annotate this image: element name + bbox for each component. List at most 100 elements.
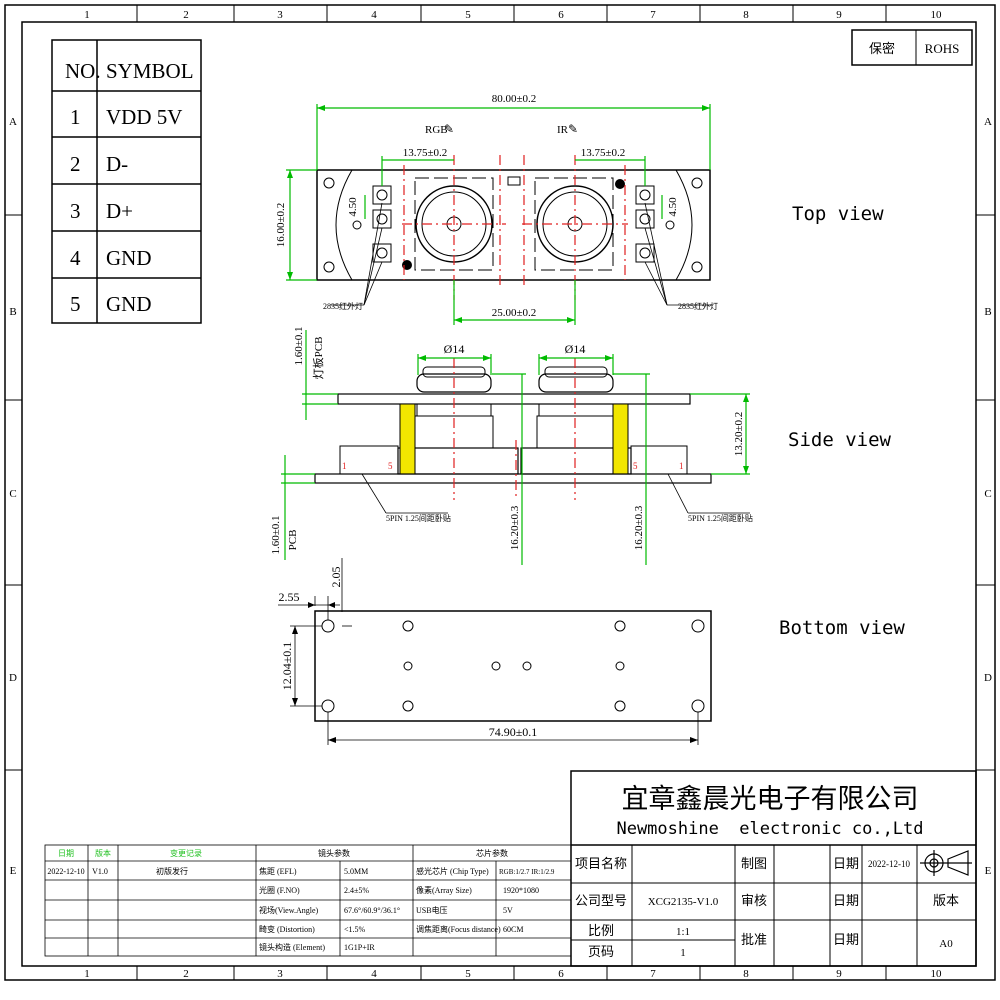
lens-param-key: 视场(View.Angle) — [259, 905, 319, 915]
row-symbol: D- — [106, 152, 128, 176]
outer-frame — [4, 4, 996, 981]
inner-frame — [21, 21, 977, 967]
page-label: 页码 — [588, 944, 614, 959]
ir-label: IR — [557, 124, 569, 136]
pin-label: 5 — [633, 461, 638, 471]
col-label: 9 — [836, 968, 842, 980]
row-label: C — [9, 488, 16, 500]
bottom-view: 2.55 2.05 12.04±0.1 74.90±0.1 Bottom vie… — [278, 558, 905, 745]
chip-param-key: USB电压 — [416, 905, 448, 915]
bottom-view-title: Bottom view — [779, 617, 905, 639]
chip-params-title: 芯片参数 — [476, 848, 508, 858]
rev-head-date: 日期 — [58, 849, 74, 858]
lens-param-value: 67.6°/60.9°/36.1° — [344, 906, 400, 915]
row-no: 3 — [70, 199, 81, 223]
dim-y: 2.05 — [329, 567, 343, 588]
chip-param-value: 1920*1080 — [503, 886, 539, 895]
row-symbol: GND — [106, 292, 152, 316]
lamp-pcb-thickness: 1.60±0.1 — [293, 326, 305, 365]
rev-head-change: 变更记录 — [170, 848, 202, 858]
header-no: NO. — [65, 59, 101, 83]
main-pcb — [314, 473, 712, 484]
rev-head-ver: 版本 — [95, 848, 111, 858]
model-value: XCG2135-V1.0 — [648, 896, 719, 908]
pitch-right-dim: 4.50 — [667, 197, 679, 217]
row-label: B — [984, 306, 991, 318]
right-offset-dim: 13.75±0.2 — [581, 147, 626, 159]
col-label: 7 — [650, 968, 656, 980]
row-label: C — [984, 488, 991, 500]
row-label: A — [9, 116, 17, 128]
lens-param-value: <1.5% — [344, 925, 366, 934]
pcb-label: PCB — [287, 530, 299, 551]
col-label: 6 — [558, 9, 564, 21]
lens-param-value: 5.0MM — [344, 867, 368, 876]
side-view: Ø14 Ø14 1.60±0.1 灯板PCB 13.20±0.2 1.60±0.… — [270, 326, 892, 565]
side-view-title: Side view — [788, 429, 892, 451]
height-right-dim: 13.20±0.2 — [733, 412, 745, 457]
projection-symbol-icon — [920, 850, 972, 876]
zone-ticks — [5, 5, 995, 980]
row-label: B — [9, 306, 16, 318]
date-label: 日期 — [833, 932, 859, 947]
company-cn: 宜章鑫晨光电子有限公司 — [622, 784, 919, 814]
overall-width-dim: 80.00±0.2 — [492, 93, 537, 105]
confidential-label: 保密 — [869, 41, 895, 56]
lens-dia-left: Ø14 — [444, 342, 465, 356]
pitch-left-dim: 4.50 — [347, 197, 359, 217]
lamp-pcb — [337, 393, 691, 405]
rev-change: 初版发行 — [156, 866, 188, 876]
corner-box: 保密 ROHS — [851, 29, 973, 66]
pcb-thickness: 1.60±0.1 — [270, 515, 282, 554]
col-label: 2 — [183, 968, 189, 980]
height-right2-dim: 16.20±0.3 — [633, 505, 645, 550]
chip-param-value: RGB:1/2.7 IR:1/2.9 — [499, 868, 555, 876]
col-label: 6 — [558, 968, 564, 980]
connector-left-label: 5PIN 1.25间距卧贴 — [386, 513, 451, 523]
date-label: 日期 — [833, 856, 859, 871]
col-label: 2 — [183, 9, 189, 21]
row-symbol: GND — [106, 246, 152, 270]
top-view: 80.00±0.2 16.00±0.2 RGB ✎ IR ✎ 13.75±0.2… — [275, 93, 884, 325]
dim-x: 2.55 — [279, 590, 300, 604]
col-label: 5 — [465, 968, 471, 980]
bottom-board — [314, 610, 712, 722]
led-left-label: 2835红外灯 — [323, 301, 363, 311]
col-label: 1 — [84, 9, 90, 21]
header-symbol: SYMBOL — [106, 59, 194, 83]
glue-left — [399, 403, 416, 475]
page-value: 1 — [680, 947, 686, 959]
lens-param-key: 畸变 (Distortion) — [259, 924, 315, 934]
top-view-title: Top view — [792, 203, 884, 225]
date-value: 2022-12-10 — [868, 859, 910, 869]
draw-label: 制图 — [741, 856, 767, 871]
width-dim: 74.90±0.1 — [489, 725, 538, 739]
zone-labels: 1 2 3 4 5 6 7 8 9 10 1 2 3 4 5 6 7 8 9 1… — [9, 9, 992, 980]
chip-param-value: 60CM — [503, 925, 523, 934]
scale-value: 1:1 — [676, 926, 690, 938]
chip-param-key: 像素(Array Size) — [416, 885, 472, 895]
col-label: 8 — [743, 9, 749, 21]
lens-param-value: 2.4±5% — [344, 886, 369, 895]
model-label: 公司型号 — [575, 893, 627, 908]
review-label: 审核 — [741, 893, 767, 908]
col-label: 4 — [371, 968, 377, 980]
col-label: 9 — [836, 9, 842, 21]
lens-spacing-dim: 25.00±0.2 — [492, 307, 537, 319]
row-label: A — [984, 116, 992, 128]
col-label: 8 — [743, 968, 749, 980]
rgb-label: RGB — [425, 124, 448, 136]
col-label: 3 — [277, 9, 283, 21]
row-no: 1 — [70, 105, 81, 129]
pin-label: 5 — [388, 461, 393, 471]
chip-param-value: 5V — [503, 906, 513, 915]
rev-ver: V1.0 — [92, 867, 108, 876]
title-block — [570, 770, 977, 967]
revision-table-text: 日期 版本 变更记录 2022-12-10 V1.0 初版发行 镜头参数 芯片参… — [47, 848, 555, 952]
connector-right-label: 5PIN 1.25间距卧贴 — [688, 513, 753, 523]
row-label: E — [10, 865, 17, 877]
col-label: 4 — [371, 9, 377, 21]
row-symbol: D+ — [106, 199, 133, 223]
row-label: D — [9, 672, 17, 684]
